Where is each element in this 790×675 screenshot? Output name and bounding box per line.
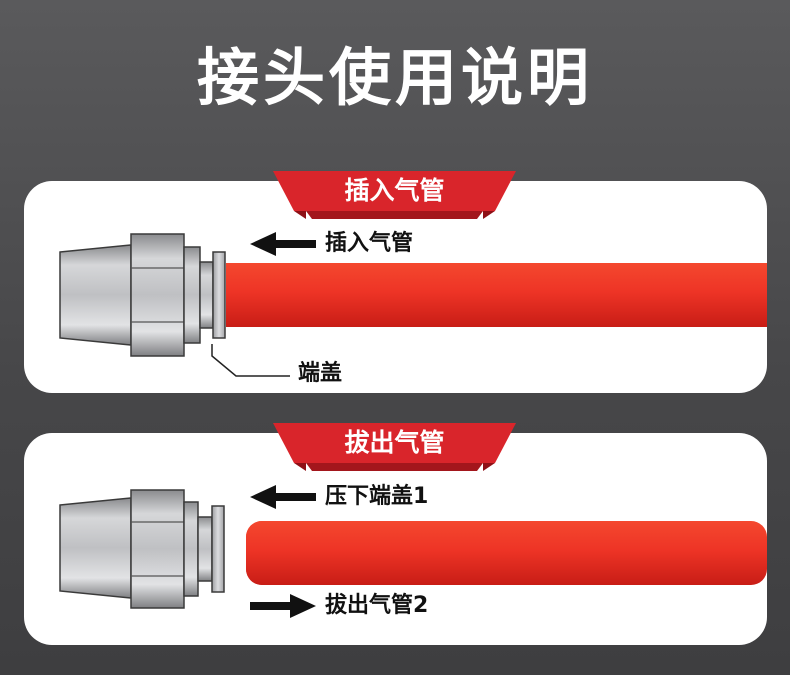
end-cap-label: 端盖 — [298, 361, 343, 386]
arrow-left-icon — [250, 485, 316, 509]
arrow-left-icon — [250, 232, 316, 256]
insert-arrow-label: 插入气管 — [325, 231, 414, 256]
push-fitting-icon — [59, 489, 225, 609]
page-title: 接头使用说明 — [196, 41, 593, 114]
pull-tube-label: 拔出气管2 — [325, 593, 429, 618]
press-end-cap-label: 压下端盖1 — [325, 484, 429, 509]
air-tube — [226, 263, 767, 327]
insert-banner-label: 插入气管 — [344, 176, 445, 205]
pull-banner: 拔出气管 — [273, 423, 516, 471]
insert-banner: 插入气管 — [273, 171, 516, 219]
end-cap-callout-line — [211, 344, 290, 377]
pull-banner-label: 拔出气管 — [344, 428, 445, 457]
arrow-right-icon — [250, 594, 316, 618]
air-tube-pulled — [246, 521, 767, 585]
push-fitting-icon — [59, 233, 226, 357]
